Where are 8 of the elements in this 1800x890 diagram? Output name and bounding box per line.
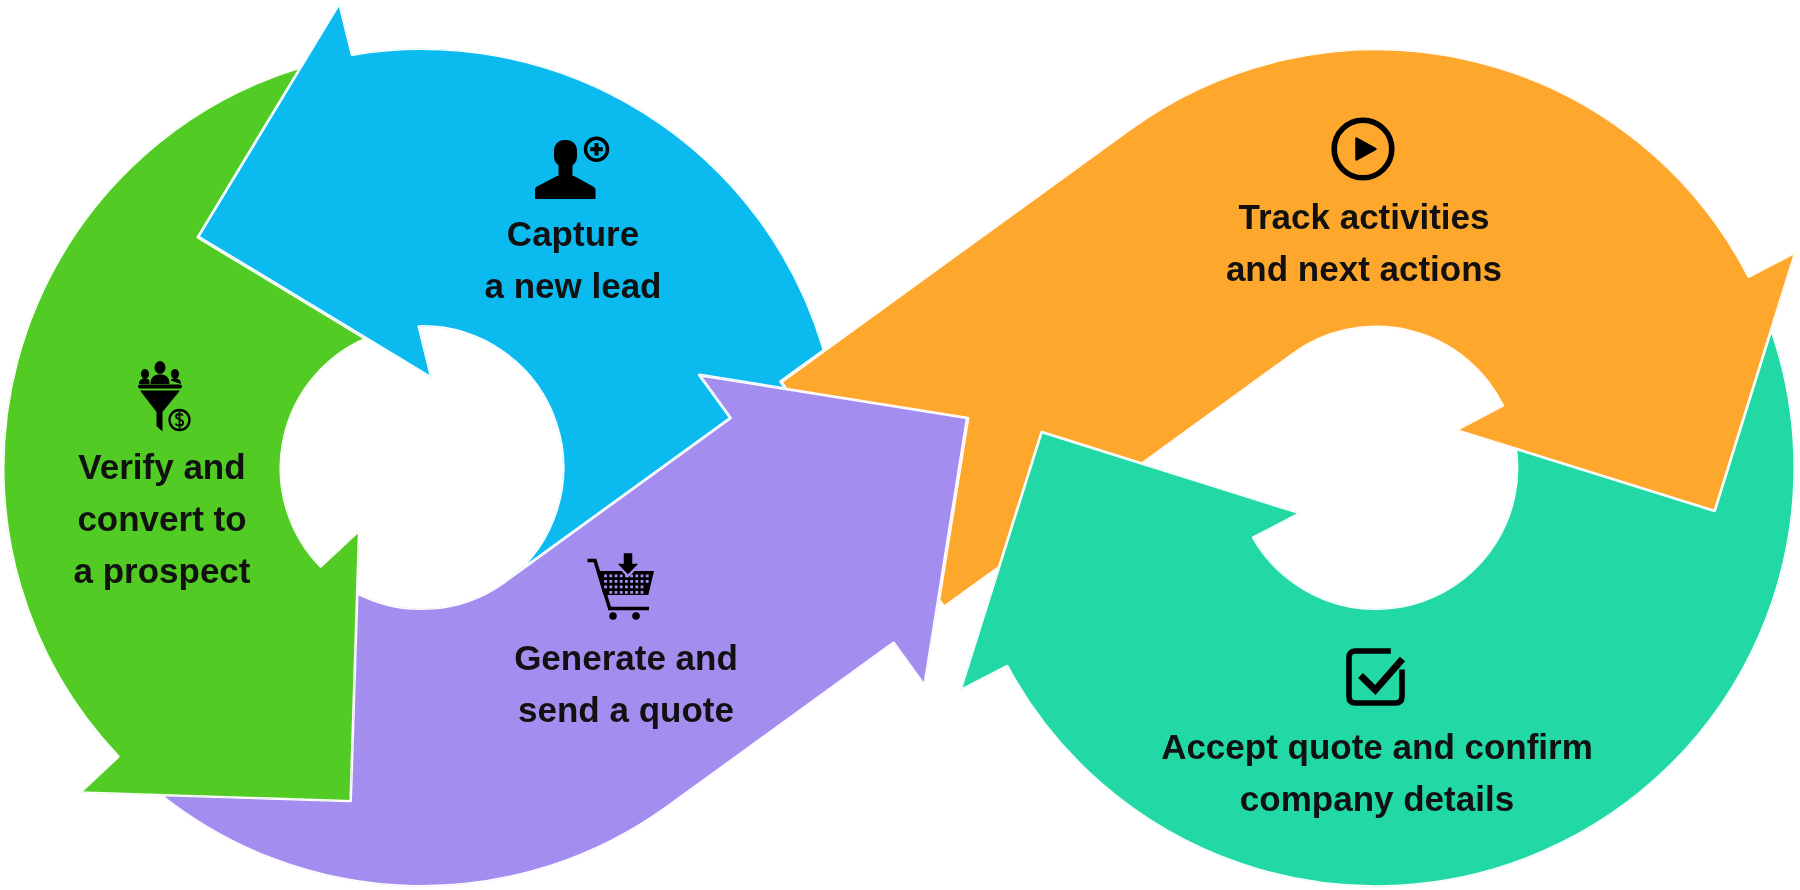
step-label: Generate and send a quote	[514, 637, 738, 731]
cycle-segment	[780, 49, 1796, 608]
cycle-segment	[3, 66, 366, 802]
step-label: Accept quote and confirm company details	[1161, 726, 1593, 820]
step-label: Capture a new lead	[484, 213, 662, 307]
step-label: Verify and convert to a prospect	[73, 446, 251, 592]
step-label: Track activities and next actions	[1225, 196, 1503, 290]
cycle-segment	[960, 329, 1795, 887]
